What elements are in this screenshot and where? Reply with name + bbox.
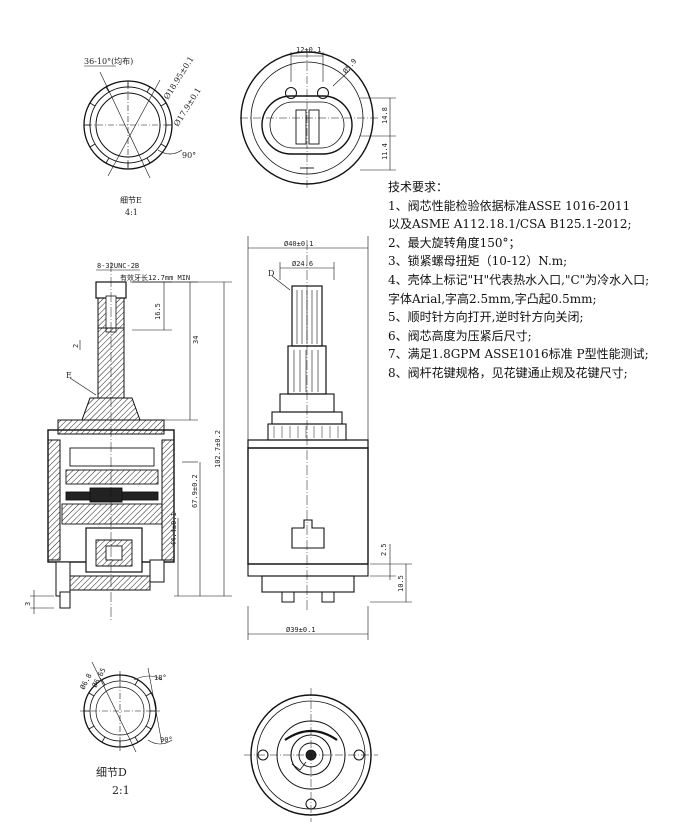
note-line: 字体Arial,字高2.5mm,字凸起0.5mm; (388, 291, 597, 306)
side-dim-2-5: 2.5 (380, 543, 388, 556)
section-dim-3: 3 (24, 602, 32, 606)
note-line: 以及ASME A112.18.1/CSA B125.1-2012; (388, 217, 632, 232)
detail-d-angle-90: 90° (160, 736, 173, 744)
note-line: 5、顺时针方向打开,逆时针方向关闭; (388, 310, 584, 325)
section-dim-67: 67.9±0.2 (191, 474, 199, 508)
top-view-width-dim: 12±0.1 (296, 46, 321, 54)
section-dim-34: 34 (192, 336, 200, 344)
note-line: 3、锁紧螺母扭矩（10-12）N.m; (388, 254, 568, 269)
note-line: 4、壳体上标记"H"代表热水入口,"C"为冷水入口; (388, 272, 650, 287)
detail-d-title: 细节D (96, 766, 127, 779)
detail-e (83, 65, 183, 179)
top-view (240, 50, 396, 188)
notes-title: 技术要求： (388, 180, 449, 194)
side-dim-10-5: 10.5 (397, 575, 405, 592)
section-dim-2: 2 (72, 344, 80, 348)
bottom-view (244, 688, 378, 822)
section-thread-depth: 有效牙长12.7mm MIN (120, 273, 190, 282)
side-view (247, 236, 412, 640)
side-dia-bottom: Ø39±0.1 (286, 626, 316, 634)
note-line: 6、阀芯高度为压紧后尺寸; (388, 328, 532, 343)
detail-e-dia-inner: Ø17.9±0.1 (172, 86, 203, 128)
top-view-dim-b: 11.4 (381, 143, 389, 160)
detail-d-scale: 2:1 (112, 784, 130, 797)
detail-e-angle-note: 36-10°(均布) (84, 56, 133, 66)
note-line: 8、阀杆花键规格，见花键通止规及花键尺寸; (388, 365, 628, 380)
detail-d-angle-18: 18° (154, 674, 167, 682)
note-line: 2、最大旋转角度150°； (388, 235, 521, 250)
top-view-dim-a: 14.8 (381, 107, 389, 124)
top-view-dimensions (290, 52, 396, 171)
note-line: 1、阀芯性能检验依据标准ASSE 1016-2011 (388, 198, 631, 213)
detail-d (80, 661, 173, 753)
note-line: 7、满足1.8GPM ASSE1016标准 P型性能测试; (388, 347, 649, 362)
section-view (30, 262, 232, 620)
section-label-e: E (66, 371, 72, 380)
side-dia-top: Ø40±0.1 (284, 240, 314, 248)
section-dim-44: 44.4±0.1 (170, 512, 178, 546)
side-dia-mid: Ø24.6 (292, 260, 313, 268)
technical-requirements: 技术要求： 1、阀芯性能检验依据标准ASSE 1016-2011 以及ASME … (388, 178, 693, 383)
detail-e-scale: 4:1 (125, 208, 138, 217)
section-thread: 8-32UNC-2B (97, 262, 139, 270)
detail-e-title: 细节E (120, 195, 142, 205)
side-label-d: D (268, 269, 274, 278)
section-dim-16-5: 16.5 (154, 303, 162, 320)
detail-e-angle: 90° (182, 151, 196, 160)
side-view-dimensions (247, 236, 412, 640)
section-dim-total: 102.7±0.2 (214, 430, 222, 468)
section-view-dimensions (30, 269, 232, 614)
